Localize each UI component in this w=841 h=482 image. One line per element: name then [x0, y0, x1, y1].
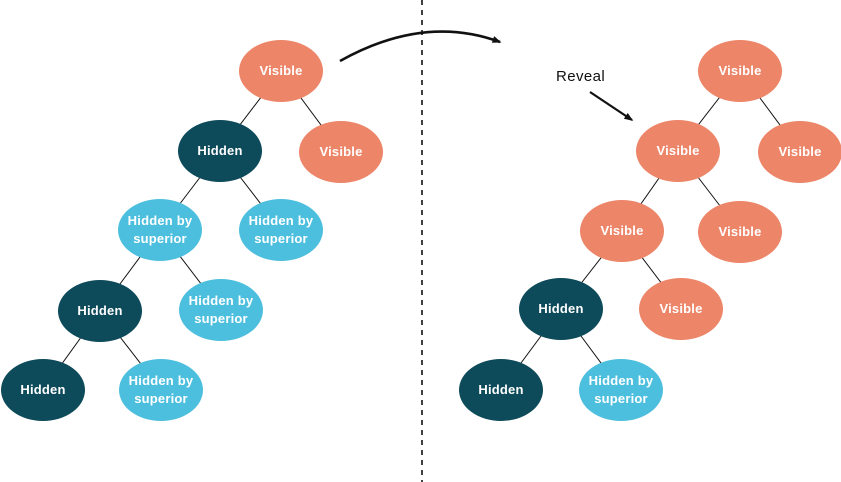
node-label: Hidden — [77, 303, 123, 319]
tree-node-hidden: Hidden — [1, 359, 85, 421]
tree-node-hidden: Hidden — [178, 120, 262, 182]
node-label: Visible — [718, 224, 762, 240]
node-label: Visible — [656, 143, 700, 159]
tree-node-visible: Visible — [580, 200, 664, 262]
reveal-label: Reveal — [556, 68, 606, 85]
tree-node-visible: Visible — [639, 278, 723, 340]
tree-node-visible: Visible — [239, 40, 323, 102]
node-label: Hidden — [20, 382, 66, 398]
node-label: Visible — [319, 144, 363, 160]
tree-node-hidden: Hidden — [459, 359, 543, 421]
node-label: Visible — [718, 63, 762, 79]
tree-node-hidden-by-superior: Hidden by superior — [579, 359, 663, 421]
tree-node-hidden-by-superior: Hidden by superior — [118, 199, 202, 261]
node-label: Hidden by superior — [588, 373, 654, 406]
tree-node-hidden-by-superior: Hidden by superior — [179, 279, 263, 341]
tree-node-hidden-by-superior: Hidden by superior — [239, 199, 323, 261]
tree-node-visible: Visible — [758, 121, 841, 183]
node-label: Visible — [259, 63, 303, 79]
node-label: Visible — [778, 144, 822, 160]
tree-node-hidden-by-superior: Hidden by superior — [119, 359, 203, 421]
tree-node-visible: Visible — [698, 40, 782, 102]
transition-arrow-icon — [339, 30, 502, 63]
tree-node-hidden: Hidden — [58, 280, 142, 342]
tree-node-hidden: Hidden — [519, 278, 603, 340]
node-label: Hidden by superior — [127, 213, 193, 246]
tree-node-visible: Visible — [636, 120, 720, 182]
node-label: Hidden — [538, 301, 584, 317]
tree-node-visible: Visible — [299, 121, 383, 183]
node-label: Hidden by superior — [188, 293, 254, 326]
reveal-arrow-icon — [589, 91, 634, 121]
node-label: Hidden — [197, 143, 243, 159]
node-label: Hidden by superior — [128, 373, 194, 406]
node-label: Visible — [659, 301, 703, 317]
node-label: Visible — [600, 223, 644, 239]
node-label: Hidden — [478, 382, 524, 398]
node-label: Hidden by superior — [248, 213, 314, 246]
tree-node-visible: Visible — [698, 201, 782, 263]
